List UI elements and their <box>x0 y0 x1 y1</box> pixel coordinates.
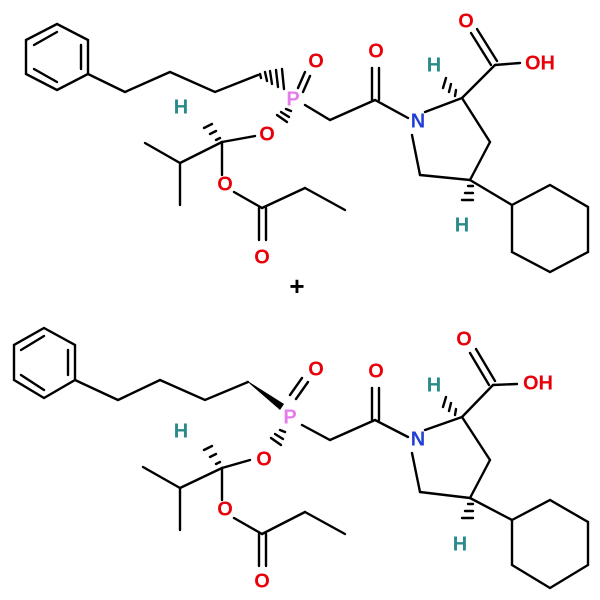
oxygen-atom: O <box>254 570 270 592</box>
hashed-wedge <box>202 444 222 466</box>
bonds-top <box>24 22 590 274</box>
oxygen-atom: O <box>254 246 270 268</box>
atom-labels-bottom: P O O N O H O O O OH H H <box>174 328 553 592</box>
molecule-top: P O O N O H O O O OH H H <box>24 10 590 274</box>
benzene-ring <box>12 326 77 400</box>
hydrogen-atom: H <box>427 374 441 396</box>
oxygen-atom: O <box>259 123 275 145</box>
hashed-wedge <box>202 122 222 142</box>
oxygen-atom: O <box>217 173 233 195</box>
oxygen-atom: O <box>308 50 324 72</box>
molecule-bottom: P O O N O H O O O OH H H <box>12 326 590 592</box>
oxygen-atom: O <box>456 328 472 350</box>
bonds-bottom <box>12 326 590 590</box>
hydrogen-atom: H <box>174 420 188 442</box>
hashed-wedge <box>441 76 458 98</box>
plus-sign: + <box>289 271 304 301</box>
carboxylic-acid-oh: OH <box>523 372 553 394</box>
oxygen-atom: O <box>308 358 324 380</box>
phosphorus-atom: P <box>286 88 299 110</box>
oxygen-atom: O <box>368 360 384 382</box>
carboxylic-acid-oh: OH <box>525 52 555 74</box>
hydrogen-atom: H <box>174 96 188 118</box>
oxygen-atom: O <box>458 10 474 32</box>
hashed-wedge <box>258 67 286 91</box>
oxygen-atom: O <box>256 448 272 470</box>
hashed-wedge <box>275 107 293 124</box>
cyclohexane-ring <box>510 498 590 590</box>
solid-wedge <box>246 380 284 410</box>
oxygen-atom: O <box>217 498 233 520</box>
hashed-wedge <box>460 502 475 520</box>
hydrogen-atom: H <box>453 533 467 555</box>
phosphorus-atom: P <box>283 406 296 428</box>
hydrogen-atom: H <box>455 214 469 236</box>
hashed-wedge <box>269 428 287 447</box>
alkyl-chain <box>86 70 260 94</box>
benzene-ring <box>24 22 90 92</box>
alkyl-chain <box>73 378 250 402</box>
cyclohexane-ring <box>510 183 590 274</box>
oxygen-atom: O <box>368 40 384 62</box>
nitrogen-atom: N <box>411 110 425 132</box>
hydrogen-atom: H <box>427 54 441 76</box>
nitrogen-atom: N <box>411 428 425 450</box>
hashed-wedge <box>460 184 475 202</box>
hashed-wedge <box>441 395 458 417</box>
atom-labels-top: P O O N O H O O O OH H H <box>174 10 555 268</box>
